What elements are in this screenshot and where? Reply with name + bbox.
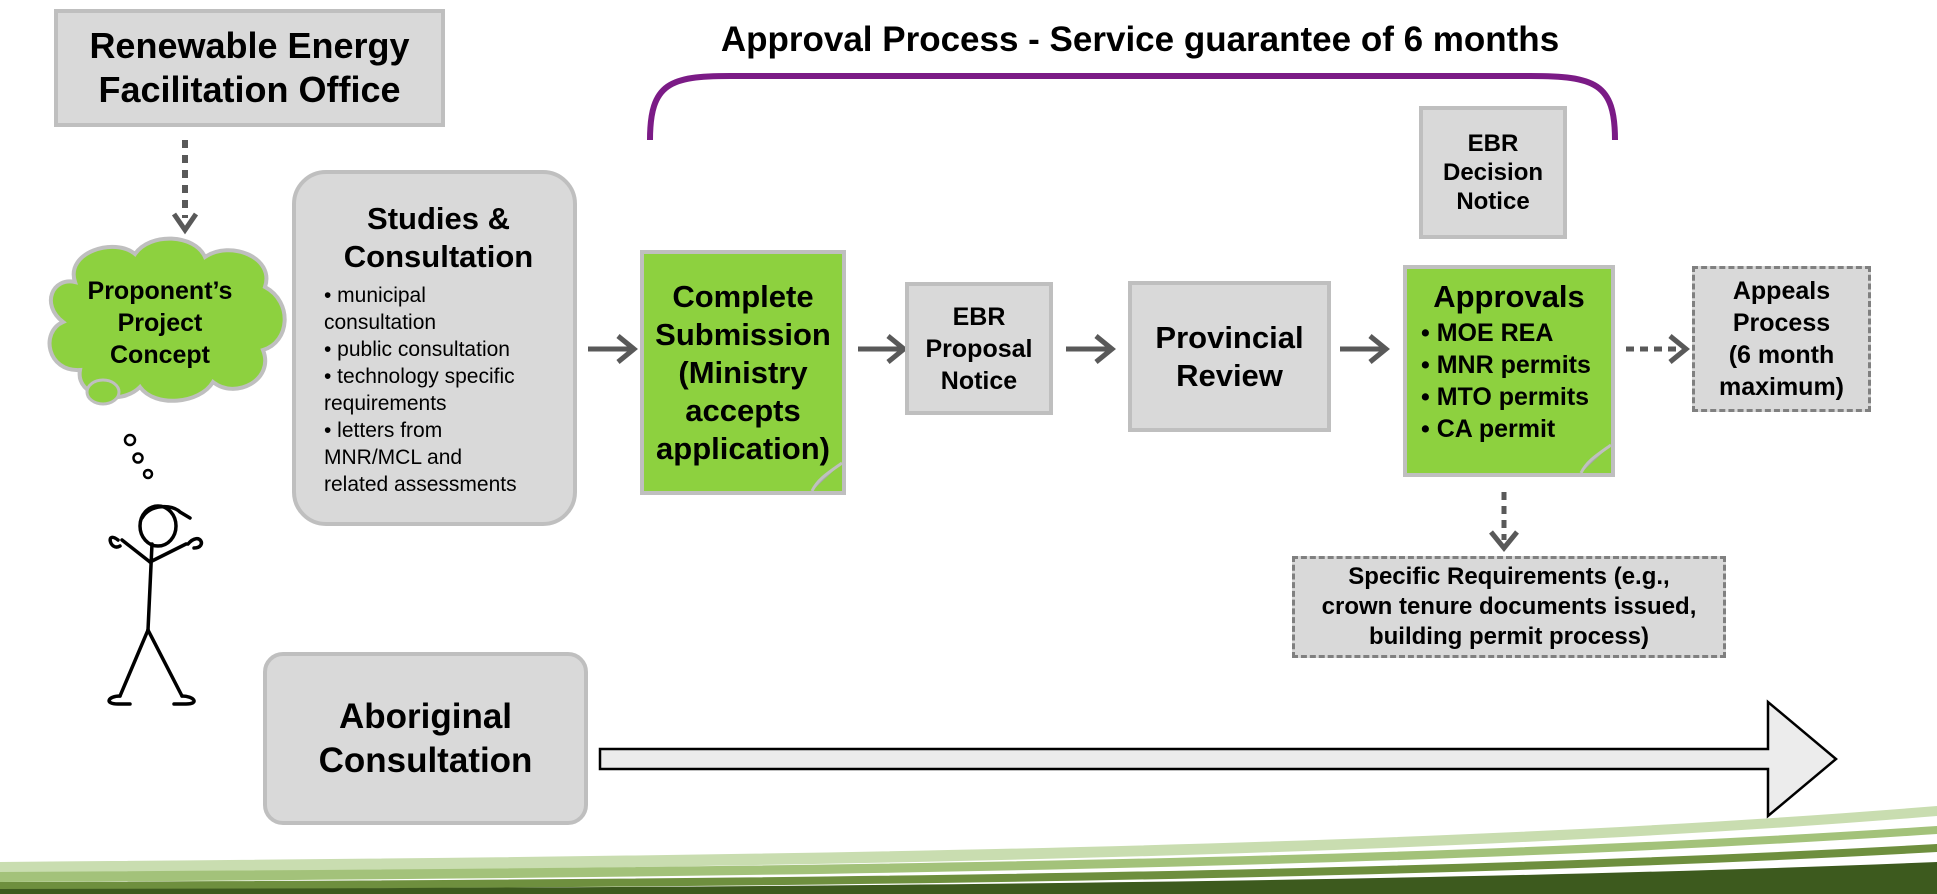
arrow-review-to-approvals xyxy=(1340,334,1390,364)
aboriginal-consultation-box: Aboriginal Consultation xyxy=(263,652,588,825)
studies-list: • municipal consultation • public consul… xyxy=(324,282,553,498)
studies-item: • letters from MNR/MCL and related asses… xyxy=(324,419,517,496)
arrow-ebr-proposal-to-review xyxy=(1066,334,1116,364)
studies-item: • municipal consultation xyxy=(324,284,437,334)
studies-item: • public consultation xyxy=(324,338,510,361)
studies-title: Studies & Consultation xyxy=(343,201,534,274)
studies-consultation-box: Studies & Consultation • municipal consu… xyxy=(292,170,577,526)
complete-submission-box: Complete Submission (Ministry accepts ap… xyxy=(640,250,846,495)
proponent-concept-label: Proponent’s Project Concept xyxy=(87,277,233,369)
provincial-review-box: Provincial Review xyxy=(1128,281,1331,432)
folded-corner-submission xyxy=(810,461,843,492)
approvals-item: • MOE REA xyxy=(1421,319,1554,347)
thought-cloud-shape xyxy=(47,236,287,406)
arrow-studies-to-submission xyxy=(588,334,638,364)
approvals-list: • MOE REA • MNR permits • MTO permits • … xyxy=(1421,317,1611,445)
approvals-item: • MTO permits xyxy=(1421,383,1590,411)
approvals-title: Approvals xyxy=(1433,279,1585,314)
long-timeline-arrow xyxy=(598,699,1838,819)
arrow-submission-to-ebr-proposal xyxy=(858,334,908,364)
decorative-footer-swoosh xyxy=(0,806,1937,894)
stick-figure-icon xyxy=(107,504,204,706)
approval-process-title: Approval Process - Service guarantee of … xyxy=(720,20,1560,59)
dotted-arrow-office-to-concept xyxy=(171,140,199,235)
ebr-proposal-notice-box: EBR Proposal Notice xyxy=(905,282,1053,415)
dotted-arrow-approvals-to-requirements xyxy=(1489,492,1519,552)
appeals-process-box: Appeals Process (6 month maximum) xyxy=(1692,266,1871,412)
folded-corner-approvals xyxy=(1579,443,1612,474)
dotted-arrow-approvals-to-appeals xyxy=(1626,334,1690,364)
specific-requirements-box: Specific Requirements (e.g., crown tenur… xyxy=(1292,556,1726,658)
facilitation-office-box: Renewable Energy Facilitation Office xyxy=(54,9,445,127)
ebr-decision-notice-box: EBR Decision Notice xyxy=(1419,106,1567,239)
thought-bubbles xyxy=(123,433,154,480)
approvals-item: • MNR permits xyxy=(1421,351,1591,379)
studies-item: • technology specific requirements xyxy=(324,365,515,415)
approvals-box: Approvals • MOE REA • MNR permits • MTO … xyxy=(1403,265,1615,477)
approval-bracket xyxy=(647,73,1618,141)
approvals-item: • CA permit xyxy=(1421,415,1556,443)
